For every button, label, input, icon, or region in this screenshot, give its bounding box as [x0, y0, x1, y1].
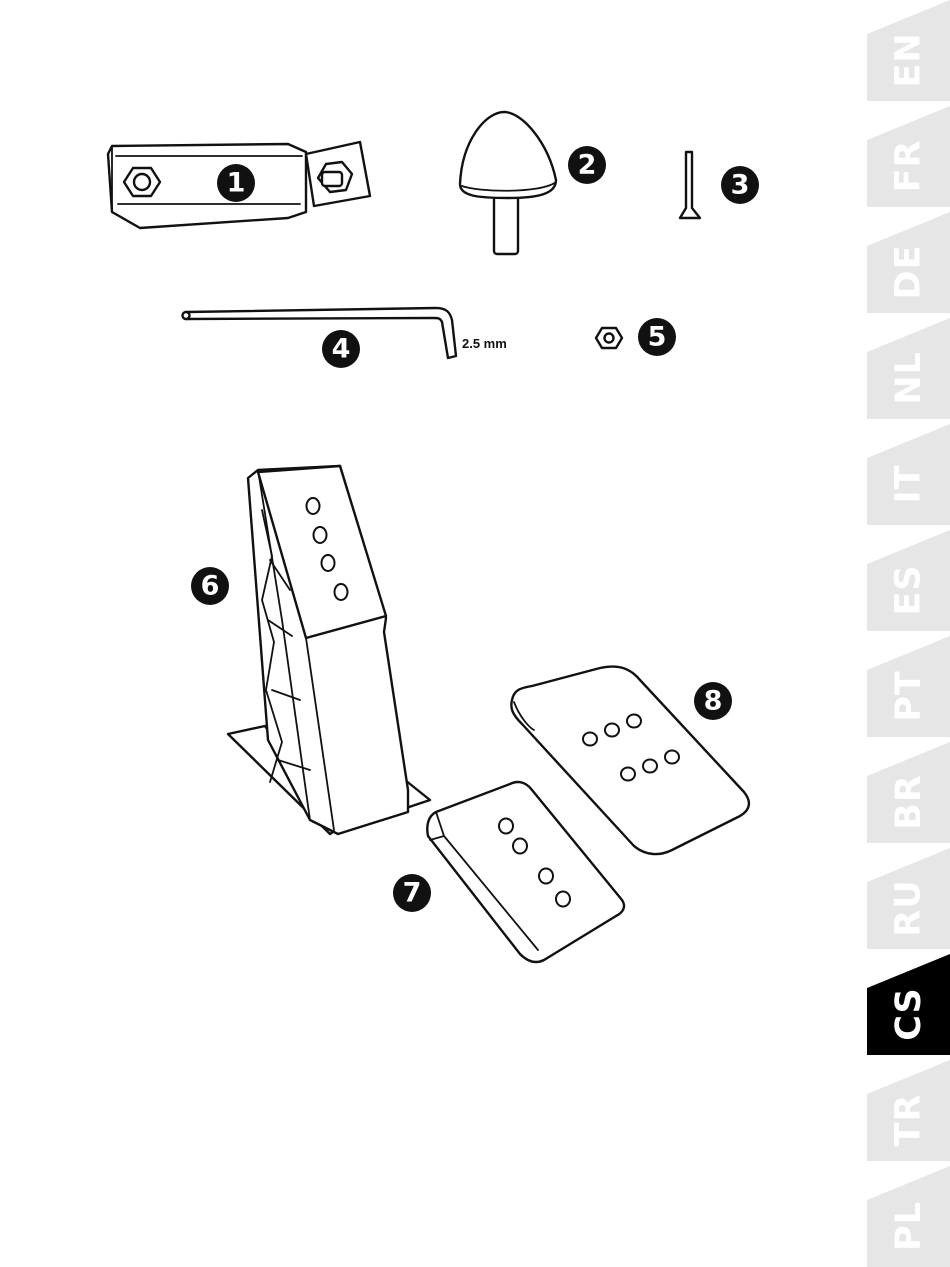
lang-tab-cs[interactable]: CS	[867, 954, 950, 1055]
part-6-number: 6	[201, 571, 220, 602]
lang-tab-label: PT	[889, 670, 929, 722]
lang-tab-tr[interactable]: TR	[867, 1060, 950, 1161]
parts-illustration: 1 2 3 2.5 mm 4 5	[0, 0, 860, 1267]
lang-tab-fr[interactable]: FR	[867, 106, 950, 207]
lang-tab-label: CS	[888, 987, 928, 1041]
lang-tab-label: IT	[889, 464, 929, 503]
part-3-screw-drawing	[680, 152, 700, 218]
lang-tab-label: RU	[889, 879, 929, 936]
lang-tab-label: DE	[889, 244, 929, 299]
lang-tab-de[interactable]: DE	[867, 212, 950, 313]
part-7-small-plate-drawing	[427, 782, 624, 962]
lang-tab-br[interactable]: BR	[867, 742, 950, 843]
lang-tab-en[interactable]: EN	[867, 0, 950, 101]
part-8-number-badge: 8	[694, 682, 732, 720]
part-5-number-badge: 5	[638, 318, 676, 356]
lang-tab-label: EN	[888, 32, 928, 87]
hex-key-size-label: 2.5 mm	[462, 336, 507, 351]
part-1-number-badge: 1	[217, 164, 255, 202]
part-5-hex-nut-drawing	[596, 328, 622, 348]
part-4-hex-key-drawing	[183, 308, 457, 358]
lang-tab-pt[interactable]: PT	[867, 636, 950, 737]
part-3-number: 3	[731, 170, 750, 201]
lang-tab-es[interactable]: ES	[867, 530, 950, 631]
part-2-number: 2	[578, 150, 597, 181]
part-6-number-badge: 6	[191, 567, 229, 605]
lang-tab-ru[interactable]: RU	[867, 848, 950, 949]
part-4-number-badge: 4	[322, 330, 360, 368]
part-6-pedal-arm-drawing	[228, 466, 430, 834]
part-2-number-badge: 2	[568, 146, 606, 184]
lang-tab-nl[interactable]: NL	[867, 318, 950, 419]
lang-tab-it[interactable]: IT	[867, 424, 950, 525]
lang-tab-label: TR	[888, 1093, 928, 1146]
lang-tab-pl[interactable]: PL	[867, 1166, 950, 1267]
part-5-number: 5	[648, 322, 667, 353]
lang-tab-label: PL	[889, 1201, 929, 1251]
part-7-number-badge: 7	[393, 874, 431, 912]
language-tabs: EN FR DE NL IT ES PT BR RU CS TR PL	[867, 0, 950, 1267]
part-2-conical-stop-drawing	[460, 112, 556, 254]
part-4-number: 4	[332, 334, 351, 365]
part-8-number: 8	[704, 686, 723, 717]
lang-tab-label: FR	[888, 139, 928, 192]
lang-tab-label: ES	[889, 564, 929, 615]
lang-tab-label: BR	[888, 774, 928, 830]
part-1-number: 1	[227, 168, 246, 199]
part-7-number: 7	[403, 878, 422, 909]
part-3-number-badge: 3	[721, 166, 759, 204]
lang-tab-label: NL	[888, 351, 928, 405]
